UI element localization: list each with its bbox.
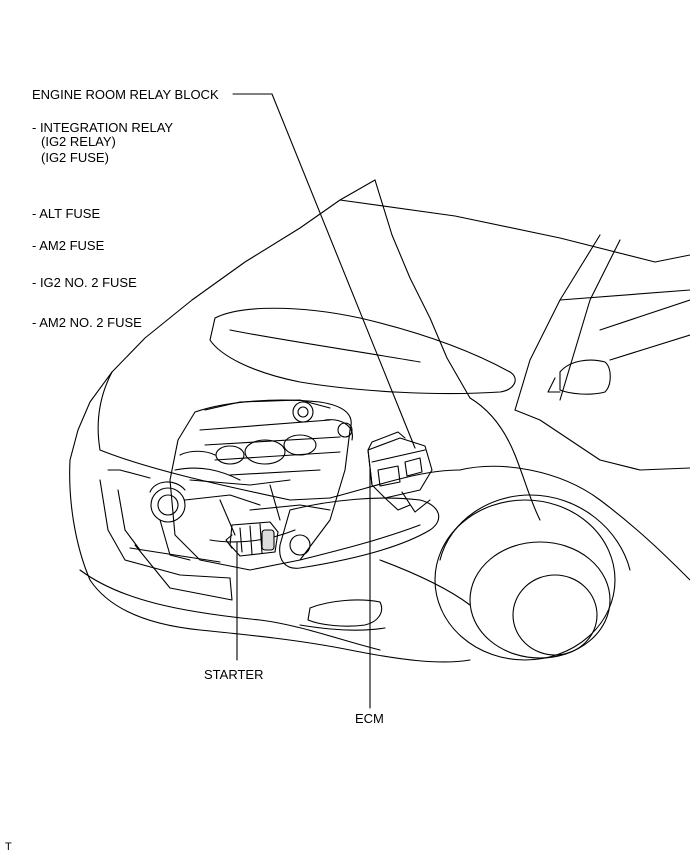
label-am2-no2-fuse: - AM2 NO. 2 FUSE xyxy=(32,315,142,330)
label-ig2-no2-fuse: - IG2 NO. 2 FUSE xyxy=(32,275,137,290)
label-ecm: ECM xyxy=(355,711,384,726)
starter-motor xyxy=(225,521,279,557)
label-alt-fuse: - ALT FUSE xyxy=(32,206,101,221)
label-starter: STARTER xyxy=(204,667,264,682)
engine-assembly xyxy=(149,399,353,571)
label-am2-fuse: - AM2 FUSE xyxy=(32,238,105,253)
ecm-unit xyxy=(367,431,433,513)
label-ig2-fuse: (IG2 FUSE) xyxy=(41,150,109,165)
label-ig2-relay: (IG2 RELAY) xyxy=(41,134,116,149)
label-engine-room-relay-block: ENGINE ROOM RELAY BLOCK xyxy=(32,87,219,102)
corner-mark: T xyxy=(5,841,12,853)
leader-lines xyxy=(232,93,416,709)
label-integration-relay: - INTEGRATION RELAY xyxy=(32,120,174,135)
car-body-outline xyxy=(69,179,690,663)
